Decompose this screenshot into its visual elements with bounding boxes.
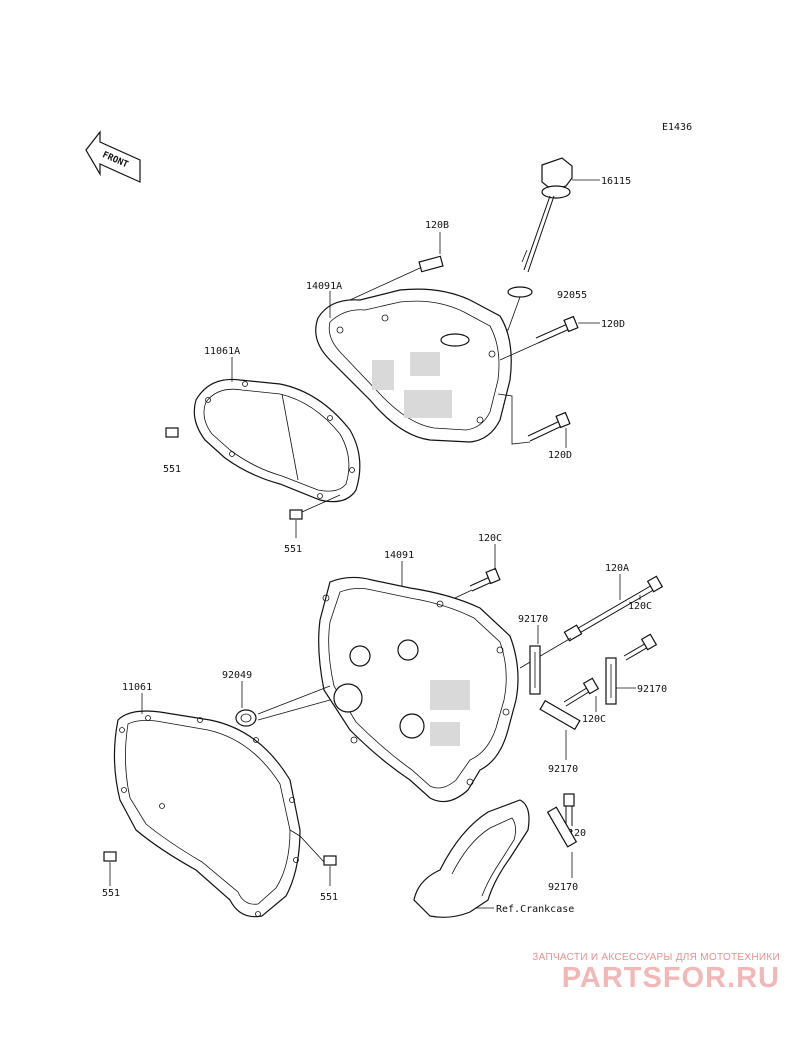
label-551-upper-left: 551 xyxy=(163,464,181,475)
dowel-pin-part xyxy=(323,855,337,866)
label-14091: 14091 xyxy=(384,550,414,561)
label-551-upper-bottom: 551 xyxy=(284,544,302,555)
label-16115: 16115 xyxy=(601,176,631,187)
bolt-120c-lower-part xyxy=(563,677,600,707)
label-92170-lower: 92170 xyxy=(548,764,578,775)
dowel-pin-part xyxy=(103,851,117,862)
bolt-120a-part xyxy=(563,575,664,642)
bolt-120b-part xyxy=(418,255,444,273)
inner-cover-14091-part xyxy=(318,576,519,803)
label-551-lower-left: 551 xyxy=(102,888,120,899)
gasket-11061-part xyxy=(113,710,301,918)
label-120c-right: 120C xyxy=(628,601,652,612)
label-92049: 92049 xyxy=(222,670,252,681)
label-92170-upper: 92170 xyxy=(518,614,548,625)
watermark-tagline: ЗАПЧАСТИ И АКСЕССУАРЫ ДЛЯ МОТОТЕХНИКИ xyxy=(532,952,780,963)
damper-92170-crankcase-part xyxy=(546,806,578,848)
label-92170-right: 92170 xyxy=(637,684,667,695)
label-14091a: 14091A xyxy=(306,281,342,292)
oil-seal-part xyxy=(235,709,257,727)
crankcase-reference-part xyxy=(413,799,530,918)
bolt-120-part xyxy=(563,793,575,826)
bolt-120c-top-part xyxy=(469,567,501,592)
diagram-code: E1436 xyxy=(662,122,692,133)
bolt-120d-upper-part xyxy=(535,315,579,344)
label-551-lower-right: 551 xyxy=(320,892,338,903)
ref-crankcase-label: Ref.Crankcase xyxy=(496,904,574,915)
label-11061: 11061 xyxy=(122,682,152,693)
oil-dipstick-part xyxy=(521,157,573,273)
damper-92170-angled-part xyxy=(539,699,581,731)
damper-92170-right-part xyxy=(605,657,617,705)
bolt-120d-lower-part xyxy=(527,411,571,442)
label-92170-bottom: 92170 xyxy=(548,882,578,893)
bolt-120c-right-part xyxy=(623,633,658,661)
label-92055: 92055 xyxy=(557,290,587,301)
label-120d-upper: 120D xyxy=(601,319,625,330)
label-120a: 120A xyxy=(605,563,629,574)
front-arrow-icon: FRONT xyxy=(85,130,141,183)
gasket-11061a-part xyxy=(193,378,361,503)
label-120c-top: 120C xyxy=(478,533,502,544)
label-120d-lower: 120D xyxy=(548,450,572,461)
label-11061a: 11061A xyxy=(204,346,240,357)
label-120: 120 xyxy=(568,828,586,839)
damper-92170-part xyxy=(529,645,541,695)
label-120b: 120B xyxy=(425,220,449,231)
o-ring-part xyxy=(507,286,533,298)
watermark-logo: PARTSFOR.RU xyxy=(561,962,780,994)
dowel-pin-part xyxy=(165,427,179,438)
label-120c-lower: 120C xyxy=(582,714,606,725)
outer-cover-14091a-part xyxy=(315,288,512,443)
dowel-pin-part xyxy=(289,509,303,520)
